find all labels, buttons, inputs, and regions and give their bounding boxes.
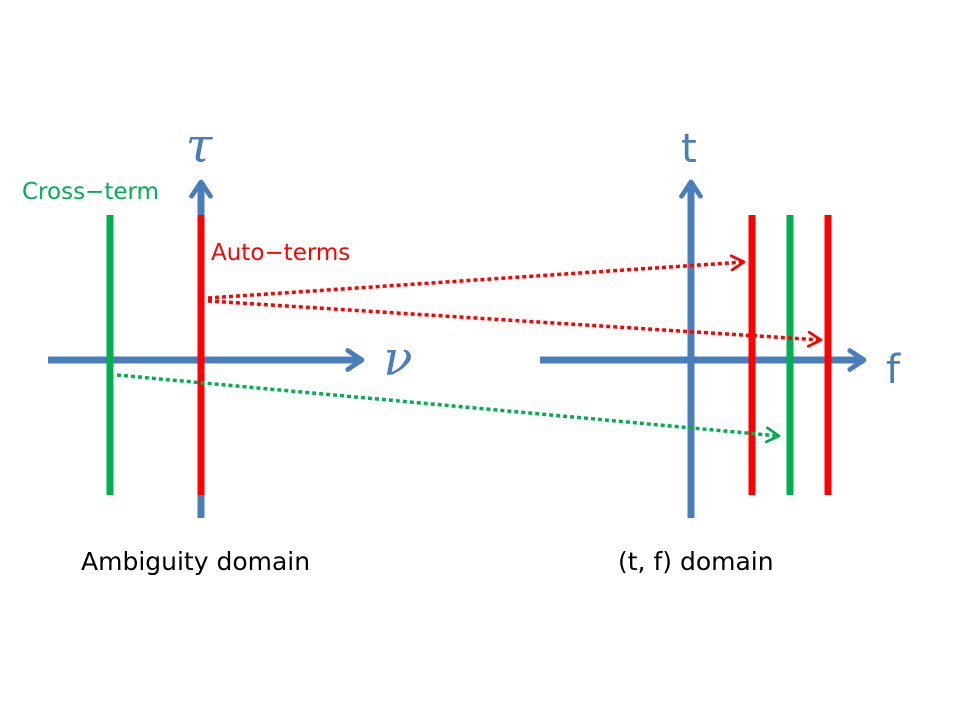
tf-domain-caption: (t, f) domain (618, 547, 774, 576)
f-axis-label: f (886, 347, 901, 393)
mapping-arrows (116, 254, 823, 444)
auto-terms-label: Auto−terms (211, 240, 350, 266)
t-axis-label: t (681, 126, 697, 172)
cross-term-label: Cross−term (22, 179, 159, 205)
auto-term-mapping-arrow-2 (207, 299, 823, 348)
auto-term-mapping-arrow-1 (207, 254, 746, 300)
tau-axis-label: τ (186, 118, 214, 174)
ambiguity-domain: τ ν Cross−term Auto−terms Ambiguity doma… (22, 118, 413, 576)
tf-domain: t f (t, f) domain (540, 126, 901, 576)
ambiguity-domain-caption: Ambiguity domain (81, 547, 310, 576)
nu-axis-label: ν (383, 331, 412, 387)
cross-term-mapping-arrow (116, 373, 781, 444)
